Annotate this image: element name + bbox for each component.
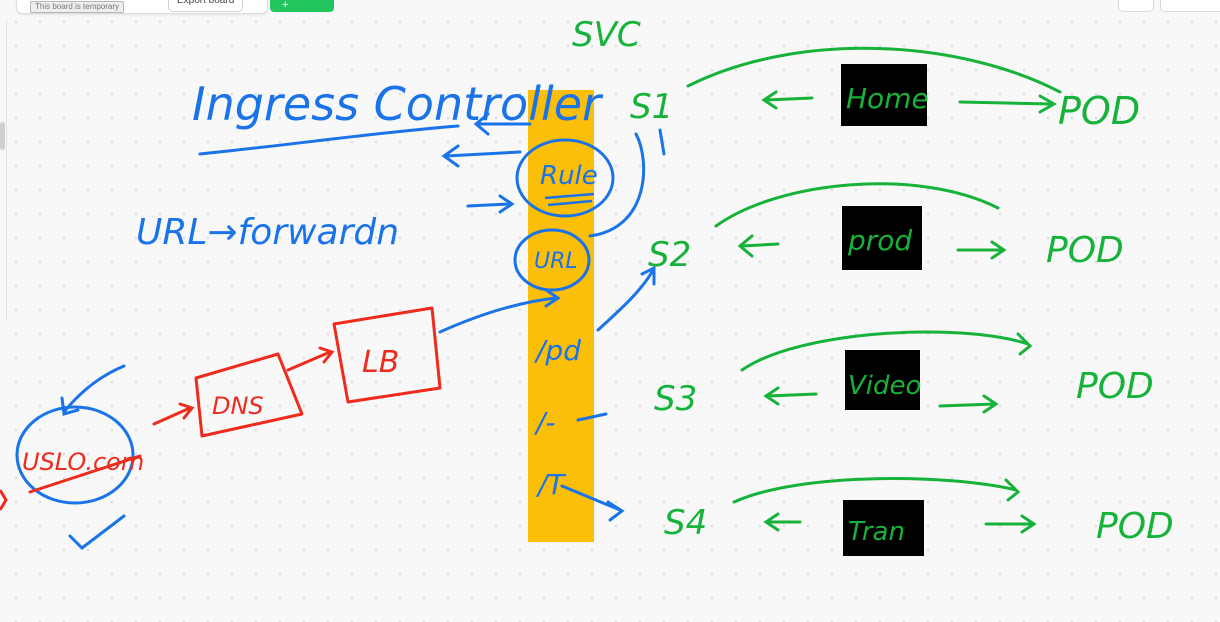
client-circle: [15, 405, 135, 505]
service-s3-box: [845, 350, 920, 410]
service-s1-arc: [686, 46, 1062, 94]
path-root: /-: [533, 406, 556, 439]
service-s2-pod: POD: [1046, 230, 1124, 271]
service-s1-left-arrow: [761, 90, 814, 110]
service-s4-label: S4: [664, 503, 707, 543]
client-underline: [28, 454, 142, 494]
rule-underline: [544, 192, 595, 207]
url-forwarding-arrow: [466, 194, 515, 214]
ingress-bar: [528, 90, 594, 542]
view-toggle-button[interactable]: [1118, 0, 1154, 12]
path-prod: /pd: [533, 334, 581, 367]
client-edge-mark: [0, 489, 8, 511]
temporary-board-badge: This board is temporary: [30, 1, 125, 13]
service-s1-label: S1: [630, 87, 673, 127]
service-s1-pod: POD: [1058, 89, 1140, 133]
rule-back-arrow: [441, 144, 522, 168]
service-s3-arc: [740, 330, 1033, 372]
side-scroll-handle[interactable]: [0, 122, 5, 150]
service-s1-box-label: Home: [846, 82, 929, 115]
dns-to-lb-arrow: [286, 346, 335, 372]
svc-label: SVC: [572, 15, 641, 55]
service-s2-right-arrow: [956, 240, 1007, 260]
service-s4-box: [843, 500, 924, 556]
url-label: URL: [534, 249, 578, 274]
t-to-s4-arrow: [560, 484, 625, 522]
service-s2-left-arrow: [737, 234, 780, 258]
service-s2-box: [842, 206, 922, 270]
client-to-dns-arrow: [152, 402, 195, 426]
service-s2-box-label: prod: [847, 224, 912, 257]
service-s2-label: S2: [648, 235, 691, 275]
ingress-underline: [198, 124, 460, 156]
service-s2-arc: [714, 182, 1000, 228]
url-forwarding-label: URL→forwardn: [136, 212, 399, 253]
service-s4-pod: POD: [1096, 506, 1174, 547]
service-s1-box: [841, 64, 927, 126]
dns-box: [194, 352, 304, 438]
client-return-arrow: [60, 364, 126, 416]
path-t: /T: [535, 468, 566, 501]
add-button[interactable]: +: [270, 0, 334, 12]
root-dash: [576, 412, 608, 422]
client-check: [68, 514, 126, 550]
service-s3-box-label: Video: [848, 371, 921, 401]
side-panel-edge: [0, 20, 7, 320]
service-s1-right-arrow: [958, 94, 1058, 114]
service-s4-left-arrow: [763, 512, 802, 532]
dns-label: DNS: [212, 392, 264, 420]
service-s3-right-arrow: [938, 394, 999, 414]
service-s3-left-arrow: [763, 386, 818, 406]
service-s4-box-label: Tran: [848, 517, 905, 547]
service-s4-right-arrow: [984, 514, 1037, 534]
url-circle: [513, 228, 591, 292]
lb-label: LB: [362, 345, 399, 380]
export-board-button[interactable]: Export board: [168, 0, 244, 12]
service-s3-pod: POD: [1076, 366, 1154, 407]
service-s3-label: S3: [654, 379, 697, 419]
ingress-controller-title: Ingress Controller: [192, 77, 604, 131]
user-menu-button[interactable]: [1160, 0, 1220, 12]
lb-box: [332, 306, 442, 404]
rule-label: Rule: [540, 161, 598, 191]
ingress-arrow: [473, 112, 532, 136]
rule-circle: [515, 138, 615, 218]
service-s4-arc: [732, 477, 1021, 504]
url-to-s1-curve: [588, 128, 666, 238]
lb-to-ingress-arrow: [438, 288, 561, 334]
prod-to-s2-arrow: [596, 265, 656, 332]
